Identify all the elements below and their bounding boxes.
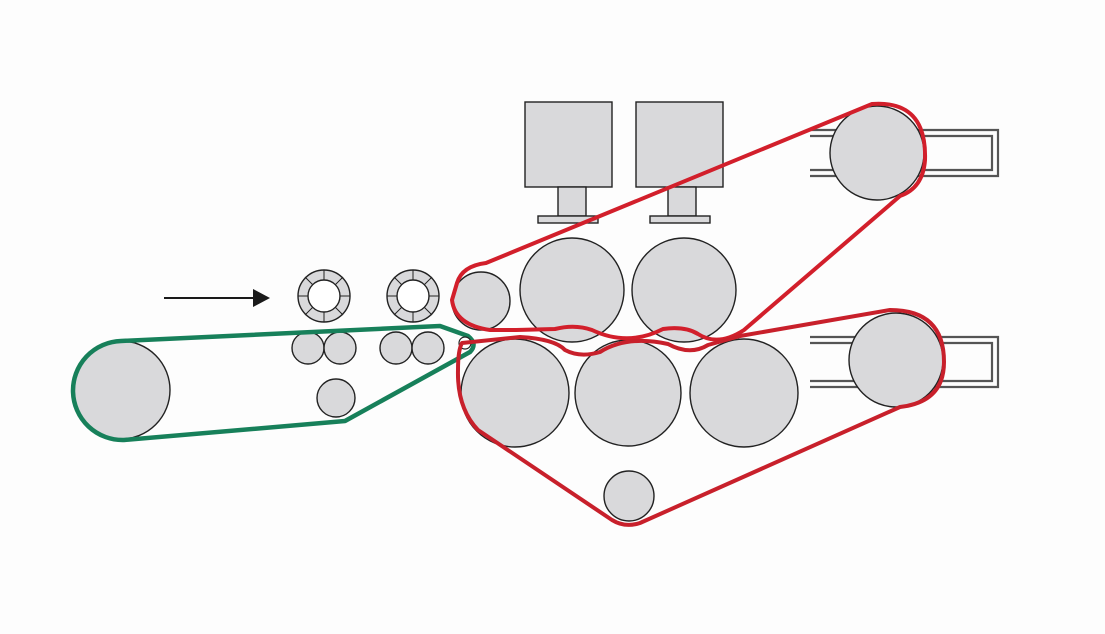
drive-unit-left [524,101,613,224]
tension-roller-bottom [848,312,944,408]
guide-ring-right [386,269,440,323]
lower-press-roller-3 [689,338,799,448]
feed-small-roller-2 [323,331,357,365]
tension-roller-top [829,105,925,201]
feed-small-roller-1 [291,331,325,365]
upper-press-roller-2 [631,237,737,343]
lower-press-belt [455,308,946,527]
lower-return-roller [603,470,655,522]
feed-small-roller-3 [379,331,413,365]
feed-arrow [164,289,270,307]
guide-ring-left [297,269,351,323]
feed-small-roller-4 [411,331,445,365]
feed-belt [70,323,476,443]
drive-unit-right [635,101,724,224]
feed-lower-roller [316,378,356,418]
upper-press-belt [450,101,928,342]
upper-press-roller-1 [519,237,625,343]
upper-entry-roller [451,271,511,331]
